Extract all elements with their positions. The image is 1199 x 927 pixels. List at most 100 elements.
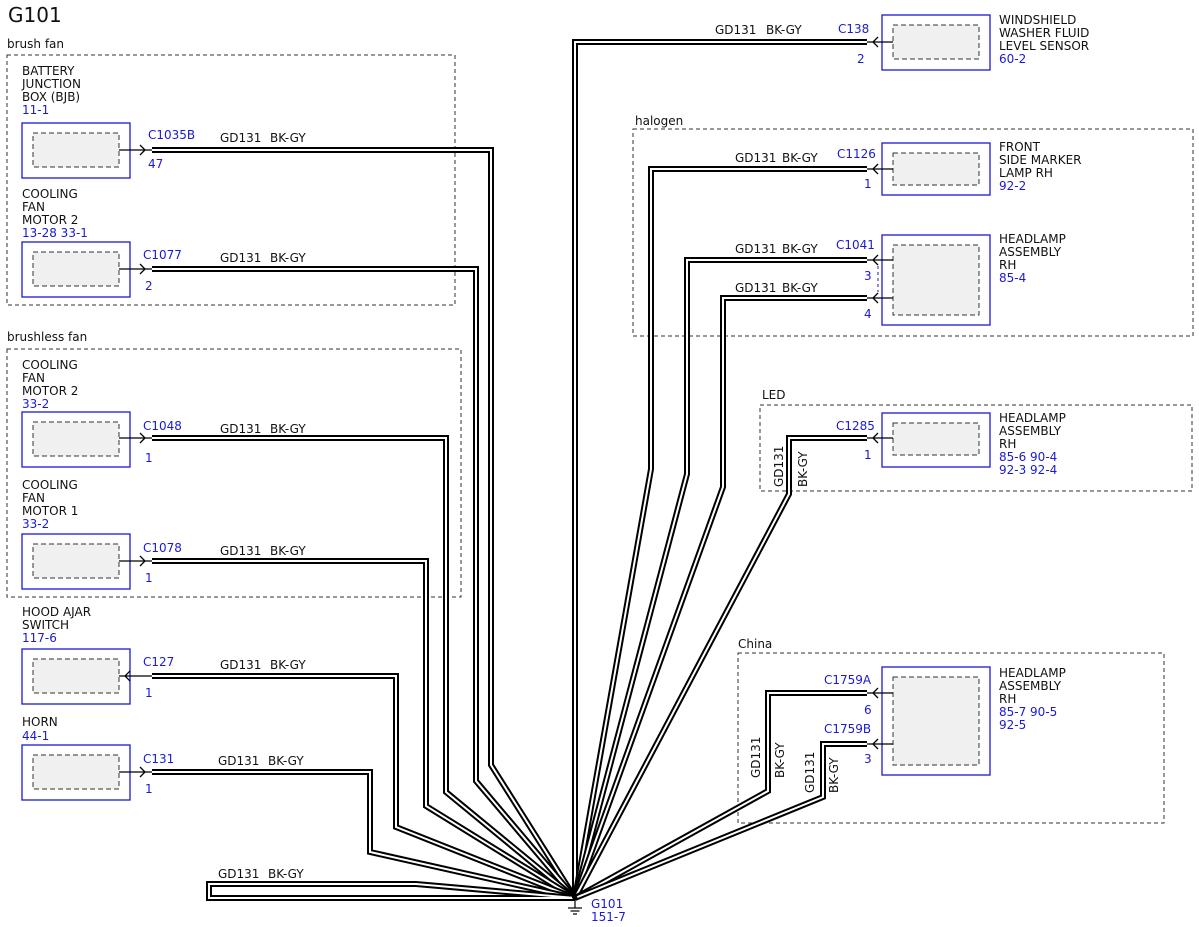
connector-pin-icon (119, 555, 152, 567)
page-reference[interactable]: 13-28 33-1 (22, 226, 88, 240)
china-frame (737, 652, 1165, 824)
connector-id[interactable]: C1126 (837, 147, 876, 161)
page-reference[interactable]: 33-2 (22, 397, 49, 411)
connector-pin-icon (867, 432, 893, 444)
page-reference[interactable]: 33-2 (22, 517, 49, 531)
brush-fan-label: brush fan (7, 37, 64, 51)
connector-pin-icon (119, 766, 152, 778)
wire-label-color-vertical: BK-GY (827, 757, 841, 793)
connector-id[interactable]: C1285 (836, 419, 875, 433)
diagram-title: G101 (8, 3, 62, 27)
wire-label-circuit: GD131 (735, 281, 776, 295)
pin-number: 2 (145, 279, 153, 293)
component-name: MOTOR 1 (22, 504, 78, 518)
wire-label-circuit-vertical: GD131 (749, 737, 763, 778)
page-reference[interactable]: 92-2 (999, 179, 1026, 193)
wire-label-circuit-vertical: GD131 (803, 752, 817, 793)
connector-id[interactable]: C1078 (143, 541, 182, 555)
component-name: MOTOR 2 (22, 213, 78, 227)
connector-pin-icon (867, 163, 893, 175)
component-inner-box (32, 251, 120, 287)
page-reference[interactable]: 92-5 (999, 718, 1026, 732)
component-cooling-fan-motor-2-brushless[interactable]: COOLING FAN MOTOR 2 33-2 C1048 1 (21, 358, 182, 468)
component-hood-ajar-switch[interactable]: HOOD AJAR SWITCH 117-6 C127 1 (21, 605, 174, 705)
pin-number: 3 (864, 752, 872, 766)
wire-hood (152, 673, 577, 901)
component-name: HEADLAMP (999, 411, 1066, 425)
halogen-frame (632, 128, 1194, 337)
component-name: SWITCH (22, 618, 69, 632)
component-headlamp-rh-led[interactable]: C1285 1 HEADLAMP ASSEMBLY RH 85-6 90-4 9… (836, 411, 1066, 477)
component-inner-box (32, 543, 120, 579)
component-name: FRONT (999, 140, 1041, 154)
page-reference[interactable]: 60-2 (999, 52, 1026, 66)
component-name: WASHER FLUID (999, 26, 1089, 40)
page-reference[interactable]: 11-1 (22, 103, 49, 117)
connector-id[interactable]: C1077 (143, 248, 182, 262)
component-inner-box (892, 422, 980, 456)
page-reference[interactable]: 44-1 (22, 729, 49, 743)
component-horn[interactable]: HORN 44-1 C131 1 (21, 715, 174, 801)
connector-id[interactable]: C1759B (824, 722, 871, 736)
component-headlamp-rh-china[interactable]: C1759A 6 C1759B 3 HEADLAMP ASSEMBLY RH 8… (824, 666, 1066, 776)
halogen-label: halogen (635, 114, 683, 128)
connector-id[interactable]: C131 (143, 752, 174, 766)
wire-hl-china-b (573, 741, 867, 901)
connector-id[interactable]: C127 (143, 655, 174, 669)
wire-label-circuit: GD131 (220, 131, 261, 145)
wire-label-color: BK-GY (270, 251, 306, 265)
component-inner-box (32, 132, 120, 168)
component-headlamp-rh-halogen[interactable]: C1041 3 4 HEADLAMP ASSEMBLY RH 85-4 (836, 232, 1066, 326)
component-name: LAMP RH (999, 166, 1053, 180)
brushless-fan-frame (6, 348, 462, 598)
connector-id[interactable]: C1041 (836, 238, 875, 252)
component-name: LEVEL SENSOR (999, 39, 1089, 53)
wire-label-color: BK-GY (268, 867, 304, 881)
component-name: ASSEMBLY (999, 424, 1062, 438)
wire-label-circuit: GD131 (220, 544, 261, 558)
page-reference[interactable]: 92-3 92-4 (999, 463, 1057, 477)
pin-number: 47 (148, 157, 163, 171)
pin-number: 1 (864, 177, 872, 191)
connector-id[interactable]: C138 (838, 22, 869, 36)
component-inner-box (892, 244, 980, 316)
connector-id[interactable]: C1759A (824, 673, 872, 687)
wire-label-color-vertical: BK-GY (773, 742, 787, 778)
connector-id[interactable]: C1048 (143, 419, 182, 433)
component-name: HOOD AJAR (22, 605, 91, 619)
component-cooling-fan-motor-2-brush[interactable]: COOLING FAN MOTOR 2 13-28 33-1 C1077 2 (21, 187, 182, 298)
page-reference[interactable]: 85-7 90-5 (999, 705, 1057, 719)
component-name: FAN (22, 200, 45, 214)
page-reference[interactable]: 117-6 (22, 631, 57, 645)
wire-label-color: BK-GY (270, 544, 306, 558)
wire-washer (572, 39, 867, 898)
wire-label-color: BK-GY (268, 754, 304, 768)
wire-label-circuit: GD131 (220, 251, 261, 265)
component-name: HEADLAMP (999, 666, 1066, 680)
connector-pin-icon (119, 670, 152, 682)
wire-cfm2-brush (152, 266, 578, 900)
ground-point[interactable]: G101 151-7 (568, 895, 626, 925)
wire-labels: GD131 BK-GY GD131 BK-GY GD131 BK-GY GD13… (218, 23, 841, 881)
wire-label-color: BK-GY (270, 422, 306, 436)
connector-pin-icon (119, 263, 152, 275)
component-cooling-fan-motor-1[interactable]: COOLING FAN MOTOR 1 33-2 C1078 1 (21, 478, 182, 590)
ground-name: G101 (591, 897, 623, 911)
page-reference[interactable]: 85-4 (999, 271, 1026, 285)
pin-number: 1 (145, 571, 153, 585)
component-bjb[interactable]: BATTERY JUNCTION BOX (BJB) 11-1 C1035B 4… (21, 64, 195, 179)
wire-cfm1 (152, 558, 577, 901)
component-washer-fluid-level-sensor[interactable]: C138 2 WINDSHIELD WASHER FLUID LEVEL SEN… (838, 13, 1089, 71)
wire-label-circuit: GD131 (220, 658, 261, 672)
wire-marker (572, 166, 867, 899)
wire-loop (206, 881, 576, 901)
wire-label-color: BK-GY (782, 242, 818, 256)
connector-pin-icon (119, 144, 152, 156)
connector-id[interactable]: C1035B (148, 128, 195, 142)
page-reference[interactable]: 151-7 (591, 910, 626, 924)
wire-bjb (152, 147, 578, 900)
component-name: RH (999, 437, 1016, 451)
component-front-side-marker-lamp-rh[interactable]: C1126 1 FRONT SIDE MARKER LAMP RH 92-2 (837, 140, 1081, 196)
page-reference[interactable]: 85-6 90-4 (999, 450, 1057, 464)
